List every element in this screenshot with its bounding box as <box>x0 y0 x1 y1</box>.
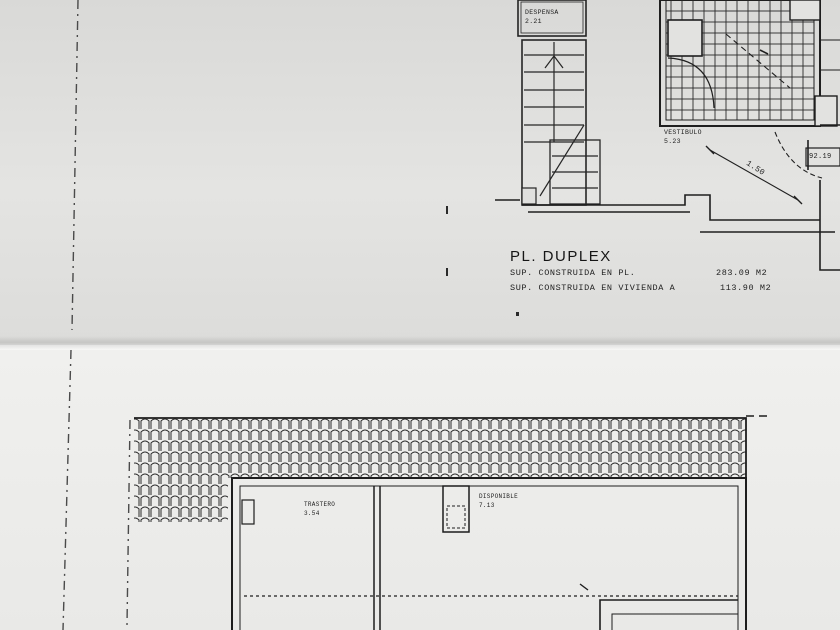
room-name-storage: TRASTERO <box>304 501 336 508</box>
margin-lines <box>62 0 131 630</box>
lower-rooms <box>231 477 747 630</box>
paper-fold <box>0 336 840 350</box>
small-marks <box>446 206 519 316</box>
room-area-available: 7.13 <box>479 502 495 509</box>
room-area-pantry: 2.21 <box>525 18 542 25</box>
corridor-walls <box>495 124 840 271</box>
upper-pantry <box>517 0 587 37</box>
surface-label-floor: SUP. CONSTRUIDA EN PL. <box>510 268 636 278</box>
surface-value-dwelling: 113.90 M2 <box>720 283 772 293</box>
room-area-vestibule: 5.23 <box>664 138 681 145</box>
plan-title: PL. DUPLEX <box>510 248 612 265</box>
surface-label-dwelling: SUP. CONSTRUIDA EN VIVIENDA A <box>510 283 676 293</box>
staircase <box>521 39 601 206</box>
surface-value-floor: 283.09 M2 <box>716 268 768 278</box>
room-area-storage: 3.54 <box>304 510 320 517</box>
room-name-vestibule: VESTIBULO <box>664 129 702 136</box>
area-tag: 92.19 <box>809 153 832 161</box>
tiled-bathroom <box>659 0 840 127</box>
roof-tiles <box>134 415 772 522</box>
room-name-pantry: DESPENSA <box>525 9 559 16</box>
room-name-available: DISPONIBLE <box>479 493 519 500</box>
